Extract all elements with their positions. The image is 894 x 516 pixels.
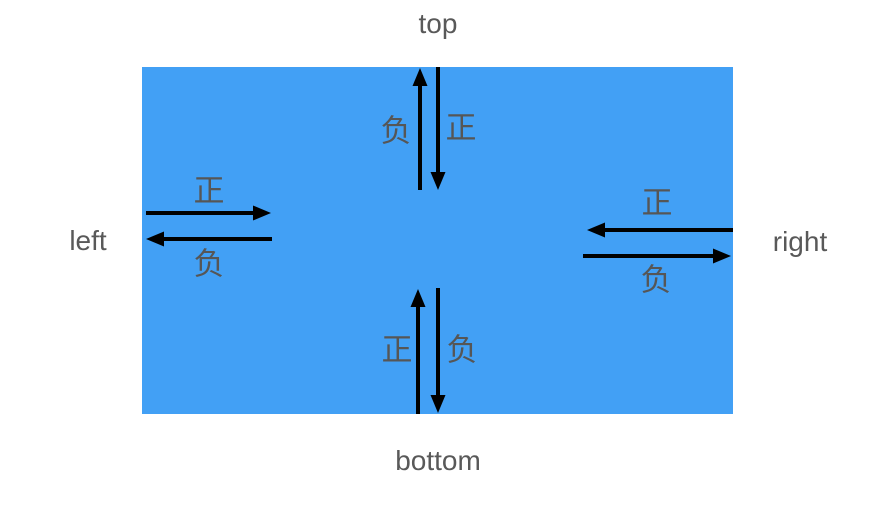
bottom-label: bottom [395,445,481,476]
top-label: top [418,8,458,39]
left-negative-annotation: 负 [193,246,225,282]
left-positive-annotation: 正 [193,173,225,209]
top-positive-annotation: 正 [445,110,477,146]
bottom-negative-annotation: 负 [446,332,478,368]
left-label: left [69,225,107,256]
bottom-positive-annotation: 正 [381,332,413,368]
top-negative-annotation: 负 [380,113,412,149]
right-positive-annotation: 正 [641,185,673,221]
blue-box [142,67,733,414]
right-label: right [772,226,828,257]
right-negative-annotation: 负 [640,262,672,298]
